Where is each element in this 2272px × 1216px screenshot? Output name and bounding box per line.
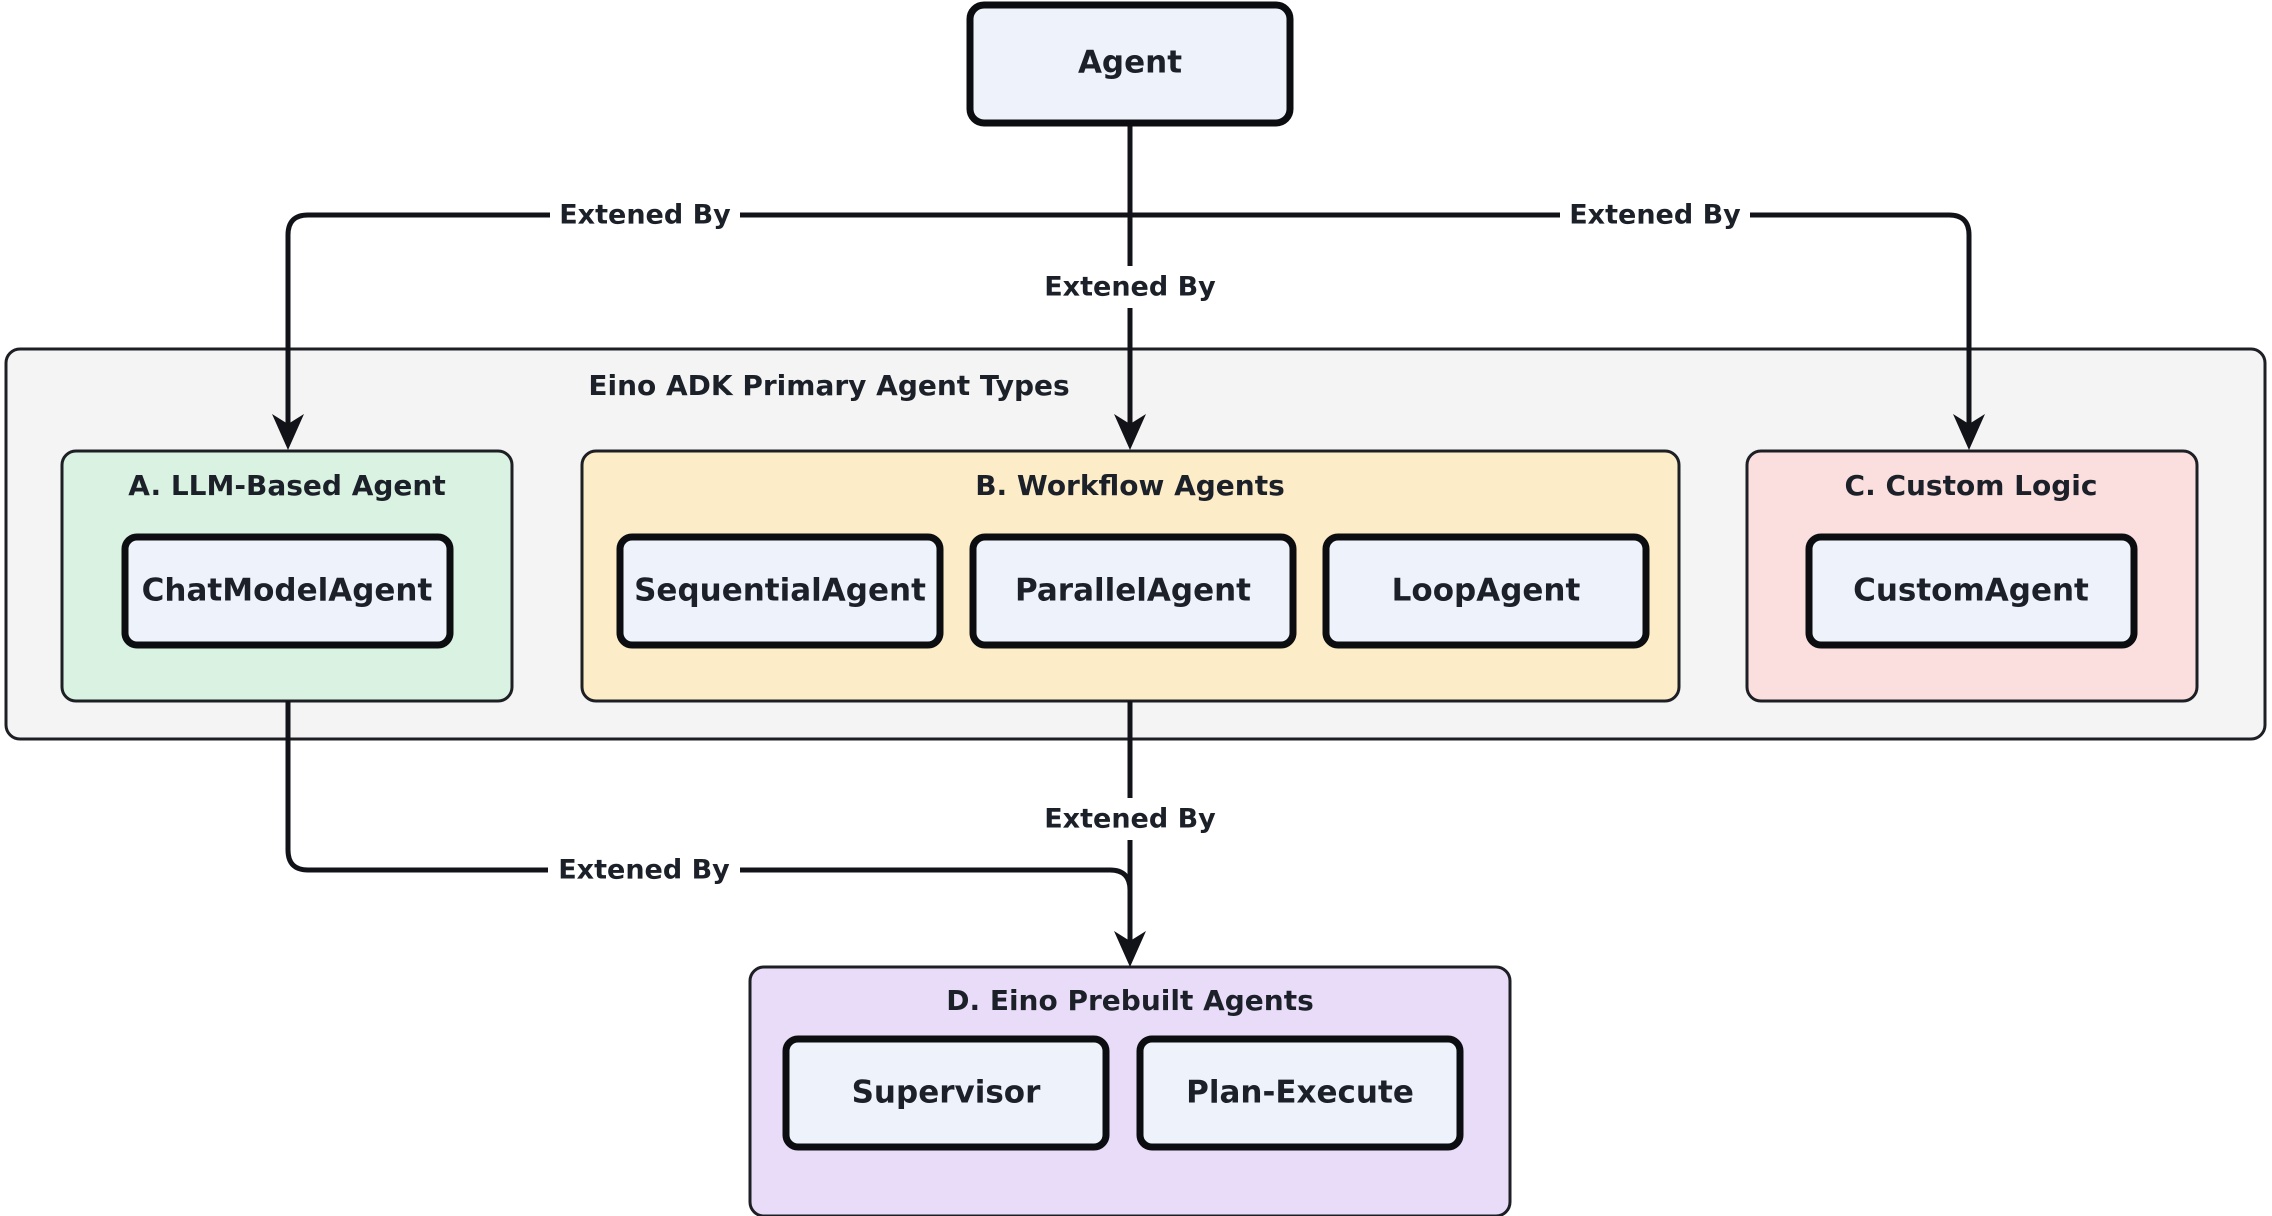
edge-label-agent-to-c-text: Extened By — [1569, 200, 1741, 231]
node-chatmodelagent-rect[interactable] — [121, 533, 454, 649]
node-customagent-rect[interactable] — [1805, 533, 2138, 649]
edge-label-a-to-d-bg — [548, 849, 740, 891]
edge-label-b-to-d: Extened By — [1035, 798, 1225, 840]
edge-label-a-to-d: Extened By — [548, 849, 740, 891]
edge-label-b-to-d-text: Extened By — [1044, 804, 1216, 835]
group-llm-based-agent-label: A. LLM-Based Agent — [128, 469, 445, 502]
edge-label-agent-to-b-text: Extened By — [1044, 272, 1216, 303]
edge-label-agent-to-a-bg — [550, 194, 740, 236]
node-plan-execute-label: Plan-Execute — [1186, 1075, 1414, 1111]
edge-agent-to-a-arrowhead — [272, 414, 304, 450]
node-agent-label: Agent — [1078, 45, 1182, 81]
node-supervisor-label: Supervisor — [852, 1075, 1041, 1111]
edge-label-b-to-d-bg — [1035, 798, 1225, 840]
node-plan-execute-rect[interactable] — [1136, 1035, 1464, 1151]
edge-agent-to-c-arrowhead — [1953, 414, 1985, 450]
group-custom-logic-label: C. Custom Logic — [1845, 469, 2098, 502]
edge-agent-to-a — [285, 212, 1130, 430]
edge-agent-to-c — [1130, 212, 1972, 430]
node-agent-rect[interactable] — [966, 1, 1294, 127]
node-sequentialagent-label: SequentialAgent — [634, 573, 926, 609]
node-chatmodelagent-label: ChatModelAgent — [142, 573, 433, 609]
group-workflow-agents-label: B. Workflow Agents — [975, 469, 1285, 502]
node-parallelagent-label: ParallelAgent — [1015, 573, 1251, 609]
edge-label-agent-to-c: Extened By — [1560, 194, 1750, 236]
edge-to-d-arrowhead — [1114, 931, 1146, 967]
edge-label-agent-to-a: Extened By — [550, 194, 740, 236]
node-loopagent-rect[interactable] — [1322, 533, 1650, 649]
edge-label-a-to-d-text: Extened By — [558, 855, 730, 886]
node-loopagent-label: LoopAgent — [1392, 573, 1581, 609]
node-sequentialagent-rect[interactable] — [616, 533, 944, 649]
group-llm-based-agent: A. LLM-Based Agent ChatModelAgent — [60, 449, 514, 703]
group-eino-prebuilt-agents-label: D. Eino Prebuilt Agents — [946, 984, 1314, 1017]
edge-agent-to-b-arrowhead — [1114, 414, 1146, 450]
group-custom-logic: C. Custom Logic CustomAgent — [1745, 449, 2199, 703]
node-parallelagent-rect[interactable] — [969, 533, 1297, 649]
node-agent[interactable]: Agent — [966, 1, 1294, 127]
edge-label-agent-to-a-text: Extened By — [559, 200, 731, 231]
node-customagent-label: CustomAgent — [1853, 573, 2089, 609]
group-workflow-agents: B. Workflow Agents SequentialAgent Paral… — [580, 449, 1681, 703]
edge-label-agent-to-c-bg — [1560, 194, 1750, 236]
cluster-primary-agent-types-label: Eino ADK Primary Agent Types — [588, 369, 1069, 402]
node-supervisor-rect[interactable] — [782, 1035, 1110, 1151]
edge-label-agent-to-b: Extened By — [1035, 266, 1225, 308]
group-eino-prebuilt-agents: D. Eino Prebuilt Agents Supervisor Plan-… — [748, 965, 1512, 1216]
edge-label-agent-to-b-bg — [1035, 266, 1225, 308]
